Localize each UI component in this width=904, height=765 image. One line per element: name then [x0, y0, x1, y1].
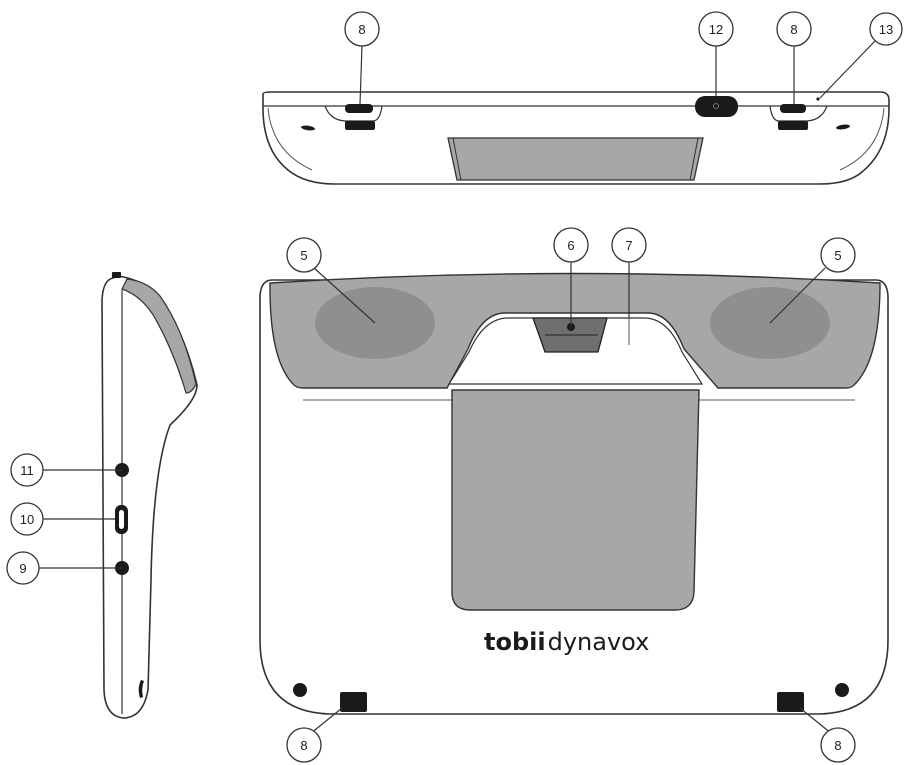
front-view: tobiidynavox	[260, 274, 888, 715]
foot-right	[777, 692, 804, 712]
brand-light: dynavox	[548, 628, 650, 656]
top-view-panel	[448, 138, 703, 180]
screw-right	[835, 683, 849, 697]
side-view	[102, 272, 197, 718]
callout-5-right-label: 5	[834, 248, 841, 263]
power-button	[695, 96, 738, 117]
brand-wordmark: tobiidynavox	[484, 628, 649, 656]
callout-6-label: 6	[567, 238, 574, 253]
callout-8-bottom-left-label: 8	[300, 738, 307, 753]
side-view-top-tab	[112, 272, 121, 278]
callout-5-left-label: 5	[300, 248, 307, 263]
callout-11: 11	[11, 454, 43, 486]
callout-9-label: 9	[19, 561, 26, 576]
leader-13	[820, 40, 876, 98]
top-view	[263, 92, 889, 184]
callout-8-bottom-left: 8	[287, 728, 321, 762]
callout-7: 7	[612, 228, 646, 262]
top-view-slot-right	[780, 104, 806, 113]
callout-13: 13	[870, 13, 902, 45]
callout-8-bottom-right: 8	[821, 728, 855, 762]
callout-10: 10	[11, 503, 43, 535]
callout-12-label: 12	[709, 22, 723, 37]
top-view-foot-right	[778, 121, 808, 130]
callout-10-label: 10	[20, 512, 34, 527]
top-view-slot-left	[345, 104, 373, 113]
callout-8-top-right: 8	[777, 12, 811, 46]
callout-11-label: 11	[20, 463, 34, 478]
callout-8-bottom-right-label: 8	[834, 738, 841, 753]
callout-9: 9	[7, 552, 39, 584]
callout-8-top-left-label: 8	[358, 22, 365, 37]
brand-bold: tobii	[484, 628, 546, 656]
callout-8-top-right-label: 8	[790, 22, 797, 37]
screw-left	[293, 683, 307, 697]
callout-12: 12	[699, 12, 733, 46]
foot-left	[340, 692, 367, 712]
callout-7-label: 7	[625, 238, 632, 253]
microphone-dot	[816, 97, 819, 100]
port-10-inner	[119, 510, 124, 529]
callout-6: 6	[554, 228, 588, 262]
rear-panel	[452, 390, 699, 610]
callout-5-left: 5	[287, 238, 321, 272]
callout-8-top-left: 8	[345, 12, 379, 46]
callout-5-right: 5	[821, 238, 855, 272]
top-view-foot-left	[345, 121, 375, 130]
callout-13-label: 13	[879, 22, 893, 37]
